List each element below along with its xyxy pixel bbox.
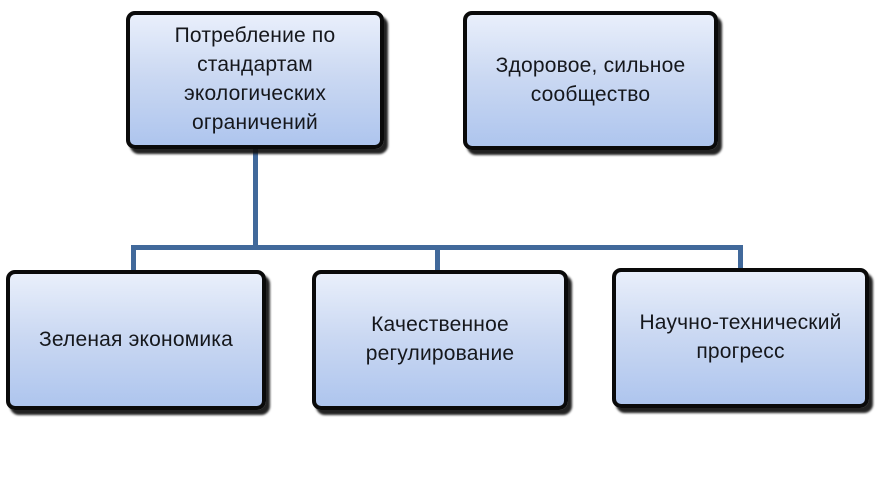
node-label: Здоровое, сильное сообщество: [495, 53, 686, 106]
node-consumption-standards: Потребление по стандартам экологических …: [126, 11, 384, 149]
connector-drop-middle: [435, 245, 440, 276]
node-green-economy: Зеленая экономика: [6, 270, 266, 410]
connector-drop-right: [738, 245, 743, 274]
node-healthy-community: Здоровое, сильное сообщество: [463, 11, 718, 150]
node-label: Зеленая экономика: [38, 327, 234, 351]
node-scientific-progress: Научно-технический прогресс: [612, 268, 869, 408]
node-label: Научно-технический прогресс: [639, 311, 842, 363]
node-label: Потребление по стандартам экологических …: [174, 24, 336, 134]
node-label: Качественное регулирование: [365, 313, 515, 365]
node-quality-regulation: Качественное регулирование: [312, 270, 568, 410]
connector-stem: [253, 145, 258, 250]
connector-drop-left: [131, 245, 136, 276]
